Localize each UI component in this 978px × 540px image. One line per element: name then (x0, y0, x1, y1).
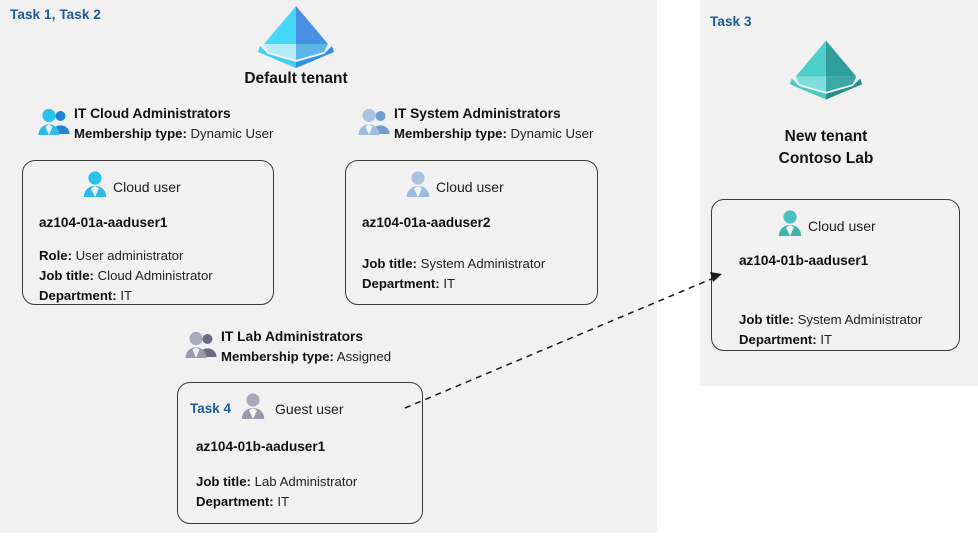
property-value: Lab Administrator (254, 474, 358, 489)
user-type-label: Guest user (275, 400, 344, 417)
guest-user-icon (241, 392, 265, 425)
group-name: IT System Administrators (394, 106, 561, 121)
property-value: IT (277, 493, 290, 509)
user-type-label: Cloud user (808, 217, 876, 234)
group-membership: Membership type: Assigned (221, 347, 391, 366)
azure-tenant-icon (788, 38, 864, 102)
property-label: Department: (362, 275, 440, 291)
new-tenant-title-line2: Contoso Lab (778, 150, 874, 168)
card-header: Cloud user (346, 161, 597, 203)
group-name: IT Lab Administrators (221, 329, 364, 344)
user-card-aaduser2[interactable]: Cloud user az104-01a-aaduser2 Job title:… (345, 160, 598, 305)
membership-label: Membership type: (394, 125, 507, 141)
card-header: Task 4 Guest user (178, 383, 422, 425)
property-label: Department: (196, 493, 274, 509)
group-it-lab-administrators: IT Lab Administrators Membership type: A… (185, 328, 391, 366)
user-type-label: Cloud user (113, 178, 181, 195)
property-value: IT (820, 331, 833, 347)
user-card-new-tenant-aaduser1[interactable]: Cloud user az104-01b-aaduser1 Job title:… (711, 199, 960, 351)
group-users-icon (38, 107, 70, 142)
group-it-system-administrators: IT System Administrators Membership type… (358, 105, 593, 143)
property-value: IT (120, 287, 133, 303)
property-label: Department: (739, 331, 817, 347)
property-value: Cloud Administrator (97, 267, 213, 283)
user-properties: Job title: System Administrator Departme… (739, 310, 959, 350)
cloud-user-icon (83, 170, 107, 203)
group-membership: Membership type: Dynamic User (394, 124, 593, 143)
group-users-icon (185, 330, 217, 365)
membership-label: Membership type: (74, 125, 187, 141)
property-value: IT (443, 275, 456, 291)
property-row: Role: User administrator (39, 246, 273, 266)
cloud-user-icon (778, 209, 802, 242)
user-properties: Job title: System Administrator Departme… (362, 254, 597, 294)
user-principal-name: az104-01a-aaduser2 (362, 215, 491, 230)
property-label: Department: (39, 287, 117, 303)
property-label: Job title: (196, 474, 251, 489)
property-label: Job title: (39, 267, 94, 283)
property-row: Department: IT (739, 330, 959, 350)
user-properties: Role: User administrator Job title: Clou… (39, 246, 273, 305)
new-tenant-title: New tenant Contoso Lab (726, 126, 926, 171)
property-row: Department: IT (39, 286, 273, 306)
user-principal-name: az104-01a-aaduser1 (39, 215, 168, 230)
property-row: Department: IT (362, 274, 597, 294)
group-users-icon (358, 107, 390, 142)
property-row: Job title: System Administrator (739, 310, 959, 330)
card-header: Cloud user (23, 161, 273, 203)
user-properties: Job title: Lab Administrator Department:… (196, 472, 422, 512)
property-label: Job title: (739, 312, 794, 327)
user-principal-name: az104-01b-aaduser1 (196, 439, 326, 454)
task-label-1-2: Task 1, Task 2 (10, 7, 101, 22)
property-row: Job title: Lab Administrator (196, 472, 422, 492)
property-row: Department: IT (196, 492, 422, 512)
group-name: IT Cloud Administrators (74, 106, 231, 121)
task-label-4: Task 4 (190, 401, 232, 416)
property-row: Job title: Cloud Administrator (39, 266, 273, 286)
task-label-3: Task 3 (710, 14, 752, 29)
membership-value: Assigned (336, 348, 392, 364)
property-value: System Administrator (420, 256, 546, 271)
group-membership: Membership type: Dynamic User (74, 124, 273, 143)
user-card-aaduser1[interactable]: Cloud user az104-01a-aaduser1 Role: User… (22, 160, 274, 305)
new-tenant-title-line1: New tenant (784, 128, 868, 145)
group-it-cloud-administrators: IT Cloud Administrators Membership type:… (38, 105, 273, 143)
property-value: System Administrator (797, 312, 923, 327)
azure-tenant-icon (256, 4, 336, 70)
membership-value: Dynamic User (510, 125, 594, 141)
property-label: Job title: (362, 256, 417, 271)
property-row: Job title: System Administrator (362, 254, 597, 274)
membership-label: Membership type: (221, 348, 334, 364)
property-value: User administrator (75, 248, 184, 263)
property-label: Role: (39, 248, 72, 263)
card-header: Cloud user (712, 200, 959, 242)
cloud-user-icon (406, 170, 430, 203)
membership-value: Dynamic User (190, 125, 274, 141)
user-card-guest-aaduser1[interactable]: Task 4 Guest user az104-01b-aaduser1 Job… (177, 382, 423, 524)
user-type-label: Cloud user (436, 178, 504, 195)
user-principal-name: az104-01b-aaduser1 (739, 253, 869, 268)
default-tenant-title: Default tenant (244, 70, 348, 87)
